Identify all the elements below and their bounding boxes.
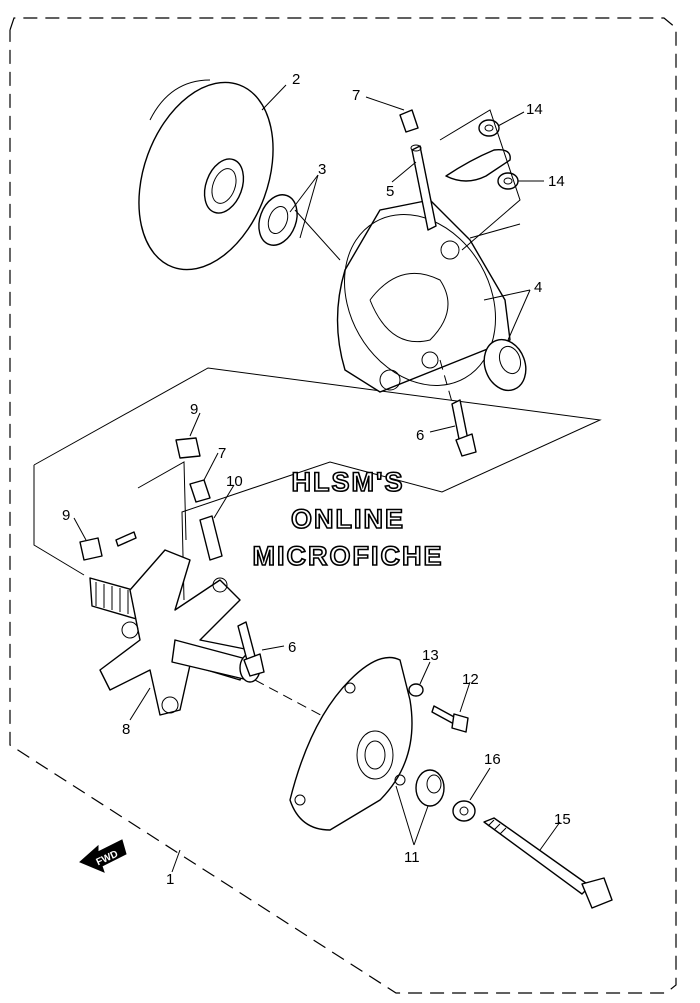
callout-13: 13 xyxy=(422,647,439,664)
callout-9-lower: 9 xyxy=(62,507,70,524)
watermark-line-2: ONLINE xyxy=(291,504,405,534)
callout-7-lower: 7 xyxy=(218,445,226,462)
watermark-line-3: MICROFICHE xyxy=(253,541,444,571)
callout-3: 3 xyxy=(318,161,326,178)
part-3-bushing xyxy=(258,194,341,261)
callouts: 1 2 3 4 5 6 6 7 7 8 9 9 10 11 12 13 14 1… xyxy=(62,71,571,888)
part-10-pin xyxy=(115,515,223,561)
part-6-bolt-lower xyxy=(237,621,265,677)
part-6-bolt-upper xyxy=(439,359,477,457)
callout-8: 8 xyxy=(122,721,130,738)
callout-6-upper: 6 xyxy=(416,427,424,444)
part-7-cap-upper xyxy=(399,109,419,133)
callout-6-lower: 6 xyxy=(288,639,296,656)
callout-14-upper: 14 xyxy=(526,101,543,118)
part-4-housing xyxy=(336,199,527,393)
subassembly-frame xyxy=(33,367,602,601)
callout-2: 2 xyxy=(292,71,300,88)
part-16-washer xyxy=(452,800,476,822)
part-7-cap-lower xyxy=(189,479,211,503)
callout-7-upper: 7 xyxy=(352,87,360,104)
fwd-arrow-icon: FWD xyxy=(79,839,127,873)
callout-1: 1 xyxy=(166,871,174,888)
callout-11: 11 xyxy=(404,849,420,866)
callout-9-upper: 9 xyxy=(190,401,198,418)
part-8-spider xyxy=(89,549,331,721)
callout-4: 4 xyxy=(534,279,542,296)
part-9-block-upper xyxy=(175,437,201,459)
callout-10: 10 xyxy=(226,473,243,490)
part-11-cover xyxy=(289,656,445,831)
part-12-bolt xyxy=(431,705,469,733)
part-5-pin xyxy=(410,144,437,231)
part-15-long-bolt xyxy=(483,817,613,909)
callout-16: 16 xyxy=(484,751,501,768)
callout-12: 12 xyxy=(462,671,479,688)
part-9-block-lower xyxy=(79,537,103,561)
leader-lines xyxy=(73,84,561,873)
assembly-boundary xyxy=(9,17,677,994)
part-2-sheave xyxy=(138,79,274,271)
callout-5: 5 xyxy=(386,183,394,200)
watermark: HLSM'S ONLINE MICROFICHE xyxy=(252,466,444,572)
callout-14-lower: 14 xyxy=(548,173,565,190)
callout-15: 15 xyxy=(554,811,571,828)
part-14-weights xyxy=(439,109,521,251)
part-13-washer xyxy=(408,683,424,697)
watermark-line-1: HLSM'S xyxy=(292,467,405,497)
